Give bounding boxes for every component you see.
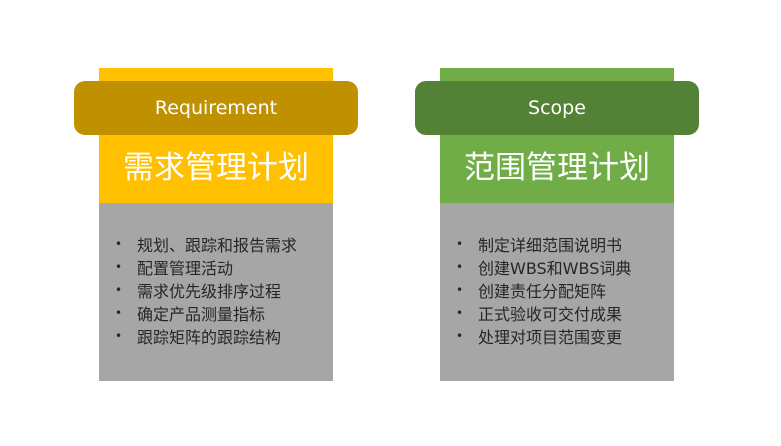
scope-plan-title: 范围管理计划 bbox=[464, 150, 650, 186]
bullet-icon: • bbox=[456, 328, 464, 343]
bullet-icon: • bbox=[456, 282, 464, 297]
list-item: • 制定详细范围说明书 bbox=[456, 232, 631, 255]
list-item-text: 正式验收可交付成果 bbox=[478, 304, 623, 324]
bullet-icon: • bbox=[115, 259, 123, 274]
list-item-text: 制定详细范围说明书 bbox=[478, 235, 623, 255]
list-item-text: 创建责任分配矩阵 bbox=[478, 281, 607, 301]
scope-label-pill: Scope bbox=[415, 81, 699, 135]
bullet-icon: • bbox=[115, 236, 123, 251]
list-item: • 跟踪矩阵的跟踪结构 bbox=[115, 324, 297, 347]
list-item: • 确定产品测量指标 bbox=[115, 301, 297, 324]
bullet-icon: • bbox=[115, 305, 123, 320]
requirement-card: Requirement 需求管理计划 • 规划、跟踪和报告需求 • 配置管理活动 •… bbox=[74, 68, 358, 381]
list-item: • 正式验收可交付成果 bbox=[456, 301, 631, 324]
requirement-item-list: • 规划、跟踪和报告需求 • 配置管理活动 • 需求优先级排序过程 • 确定产品测量指标… bbox=[115, 232, 297, 347]
bullet-icon: • bbox=[115, 282, 123, 297]
list-item: • 处理对项目范围变更 bbox=[456, 324, 631, 347]
list-item: • 创建WBS和WBS词典 bbox=[456, 255, 631, 278]
scope-header-block: Scope 范围管理计划 bbox=[415, 68, 699, 203]
list-item-text: 确定产品测量指标 bbox=[137, 304, 266, 324]
requirement-plan-title: 需求管理计划 bbox=[123, 150, 309, 186]
bullet-icon: • bbox=[456, 259, 464, 274]
scope-item-list: • 制定详细范围说明书 • 创建WBS和WBS词典 • 创建责任分配矩阵 • 正式验收可… bbox=[456, 232, 631, 347]
bullet-icon: • bbox=[456, 236, 464, 251]
list-item: • 创建责任分配矩阵 bbox=[456, 278, 631, 301]
bullet-icon: • bbox=[456, 305, 464, 320]
list-item-text: 规划、跟踪和报告需求 bbox=[137, 235, 298, 255]
list-item: • 规划、跟踪和报告需求 bbox=[115, 232, 297, 255]
list-item: • 配置管理活动 bbox=[115, 255, 297, 278]
list-item-text: 跟踪矩阵的跟踪结构 bbox=[137, 327, 282, 347]
list-item-text: 需求优先级排序过程 bbox=[137, 281, 282, 301]
list-item-text: 创建WBS和WBS词典 bbox=[478, 258, 632, 278]
bullet-icon: • bbox=[115, 328, 123, 343]
requirement-body: • 规划、跟踪和报告需求 • 配置管理活动 • 需求优先级排序过程 • 确定产品测量指标… bbox=[99, 203, 333, 381]
requirement-label-pill: Requirement bbox=[74, 81, 358, 135]
requirement-header-block: Requirement 需求管理计划 bbox=[74, 68, 358, 203]
scope-body: • 制定详细范围说明书 • 创建WBS和WBS词典 • 创建责任分配矩阵 • 正式验收可… bbox=[440, 203, 674, 381]
scope-card: Scope 范围管理计划 • 制定详细范围说明书 • 创建WBS和WBS词典 • 创建… bbox=[415, 68, 699, 381]
list-item-text: 处理对项目范围变更 bbox=[478, 327, 623, 347]
list-item-text: 配置管理活动 bbox=[137, 258, 234, 278]
list-item: • 需求优先级排序过程 bbox=[115, 278, 297, 301]
